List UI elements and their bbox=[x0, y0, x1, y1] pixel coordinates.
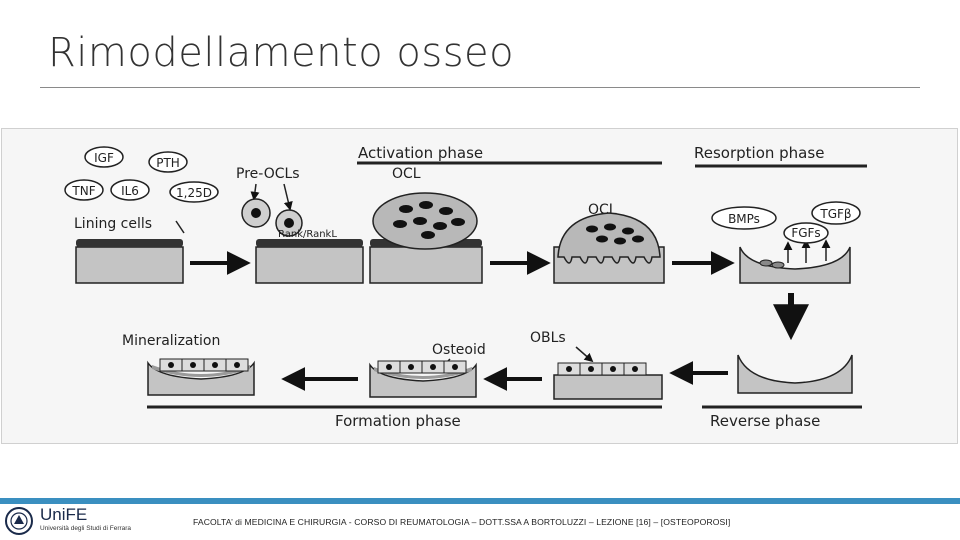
bone-block-osteoclast bbox=[369, 192, 483, 284]
factor-125d: 1,25D bbox=[169, 181, 219, 203]
svg-text:FGFs: FGFs bbox=[791, 226, 820, 240]
pre-ocls-label: Pre-OCLs bbox=[236, 166, 300, 182]
svg-text:BMPs: BMPs bbox=[728, 212, 760, 226]
factor-fgfs: FGFs bbox=[783, 222, 829, 244]
formation-phase-label: Formation phase bbox=[335, 412, 461, 430]
ocl-label-top: OCL bbox=[392, 166, 421, 182]
slide-title: Rimodellamento osseo bbox=[48, 30, 515, 76]
reverse-phase-label: Reverse phase bbox=[710, 412, 820, 430]
bone-block-activation bbox=[255, 239, 364, 284]
factor-tnf: TNF bbox=[64, 179, 104, 201]
university-logo-text: UniFE bbox=[40, 505, 88, 524]
factor-tgfb: TGFβ bbox=[811, 201, 861, 225]
activation-phase-label: Activation phase bbox=[358, 144, 483, 162]
osteoid-label: Osteoid bbox=[432, 342, 486, 358]
pre-ocl-cell-2 bbox=[275, 209, 303, 237]
title-divider bbox=[40, 87, 920, 88]
bone-block-obls bbox=[553, 362, 663, 400]
factor-il6: IL6 bbox=[110, 179, 150, 201]
pre-ocl-arrow-1 bbox=[250, 183, 260, 201]
bone-block-resorption-pit bbox=[739, 239, 851, 284]
footer-accent-bar bbox=[0, 498, 960, 504]
slide-footer: FACOLTA’ di MEDICINA E CHIRURGIA - CORSO… bbox=[193, 517, 731, 527]
bone-block-osteoid bbox=[369, 360, 477, 398]
obls-label: OBLs bbox=[530, 330, 566, 346]
svg-text:PTH: PTH bbox=[156, 156, 180, 170]
obls-pointer bbox=[575, 346, 594, 363]
factor-igf: IGF bbox=[84, 146, 124, 168]
bone-remodeling-diagram: Activation phase Resorption phase Format… bbox=[1, 128, 958, 444]
svg-text:IGF: IGF bbox=[94, 151, 114, 165]
bone-block-mineralization bbox=[147, 358, 255, 396]
resorption-phase-label: Resorption phase bbox=[694, 144, 824, 162]
bone-block-resorbing bbox=[553, 212, 665, 284]
svg-text:IL6: IL6 bbox=[121, 184, 139, 198]
pre-ocl-cell-1 bbox=[241, 198, 271, 228]
university-seal-icon bbox=[5, 507, 33, 535]
diagram-canvas: Activation phase Resorption phase Format… bbox=[64, 144, 867, 430]
rank-label: Rank/RankL bbox=[278, 229, 337, 240]
svg-text:TGFβ: TGFβ bbox=[819, 207, 851, 221]
factor-pth: PTH bbox=[148, 151, 188, 173]
svg-text:TNF: TNF bbox=[71, 184, 95, 198]
university-logo-subtitle: Università degli Studi di Ferrara bbox=[40, 525, 132, 532]
bone-block-reverse-pit bbox=[737, 354, 853, 394]
svg-text:1,25D: 1,25D bbox=[176, 186, 212, 200]
lining-cells-label: Lining cells bbox=[74, 216, 152, 232]
lining-cells-pointer bbox=[175, 220, 185, 234]
mineralization-label: Mineralization bbox=[122, 333, 220, 349]
bone-block-lining bbox=[75, 239, 184, 284]
factor-bmps: BMPs bbox=[711, 206, 777, 230]
pre-ocl-arrow-2 bbox=[283, 183, 293, 211]
